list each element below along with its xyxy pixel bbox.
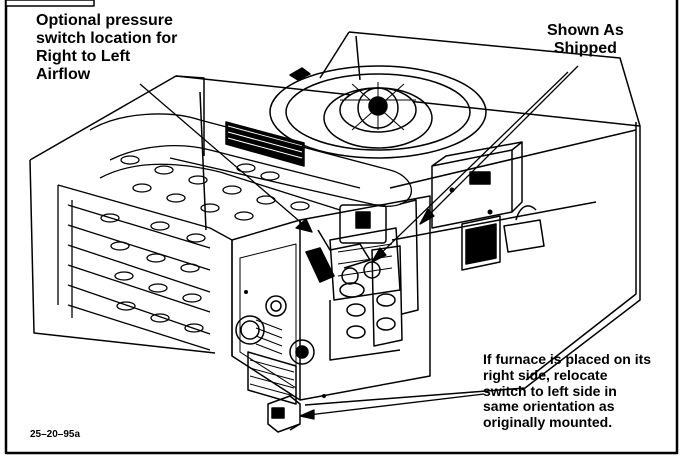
blower-assembly (269, 65, 487, 159)
louver-grille (225, 121, 305, 167)
relocate-note-callout: If furnace is placed on its right side, … (483, 351, 652, 431)
optional-location-leader (139, 83, 313, 233)
cabinet (29, 31, 641, 406)
drawing-code: 25–20–95a (30, 429, 81, 440)
gas-valve-manifold (305, 199, 419, 361)
figure-frame (4, 0, 679, 455)
shown-as-shipped-callout: Shown As Shipped (547, 22, 624, 57)
junction-box (431, 141, 545, 271)
mounting-screws (244, 187, 493, 398)
relocate-leader (299, 393, 485, 420)
control-panel (231, 195, 431, 405)
shipped-leader (371, 65, 579, 263)
optional-location-callout: Optional pressure switch location for Ri… (36, 12, 178, 83)
pressure-switch (267, 395, 301, 433)
